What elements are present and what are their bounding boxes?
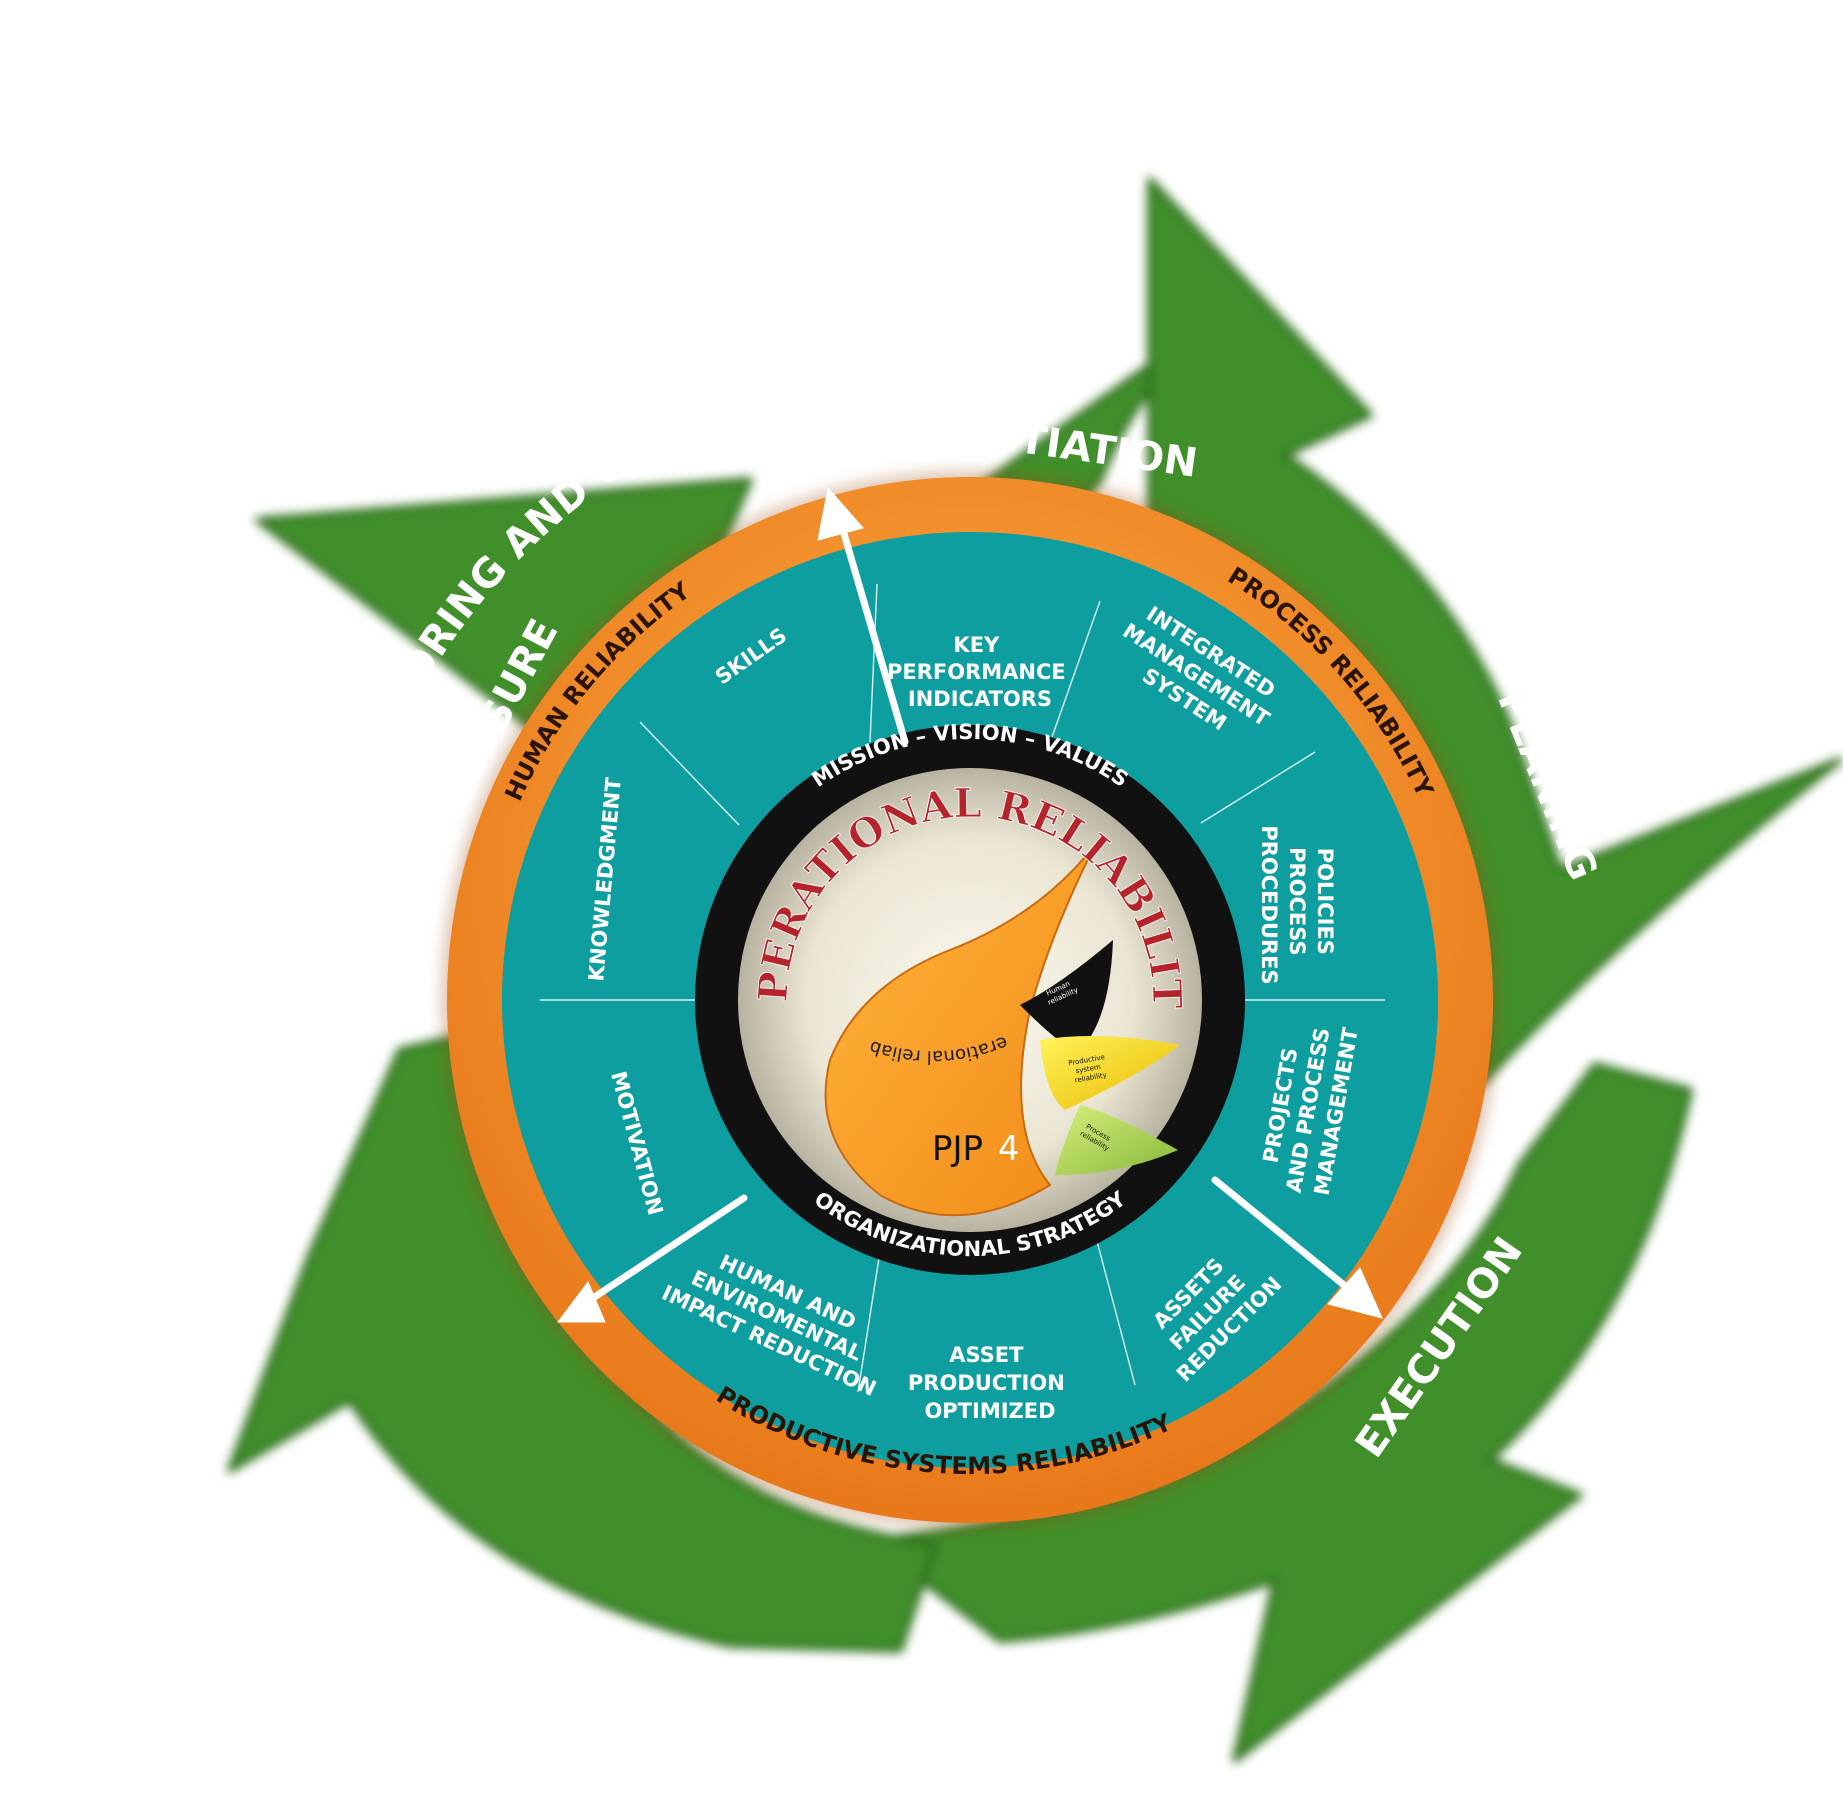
segment-asset-production: ASSET PRODUCTION OPTIMIZED	[908, 1343, 1072, 1423]
leaf-human	[1020, 940, 1113, 1051]
segment-kpi: KEY PERFORMANCE INDICATORS	[887, 633, 1073, 711]
pjp-logo: PJP	[932, 1129, 983, 1169]
white-arrows	[557, 486, 1383, 1323]
leaf-productive	[1040, 1036, 1180, 1110]
pjp-logo-number: 4	[998, 1129, 1020, 1169]
leaf-process	[1055, 1105, 1178, 1175]
segment-policies: POLICIES PROCESS PROCEDURES	[1257, 825, 1337, 984]
